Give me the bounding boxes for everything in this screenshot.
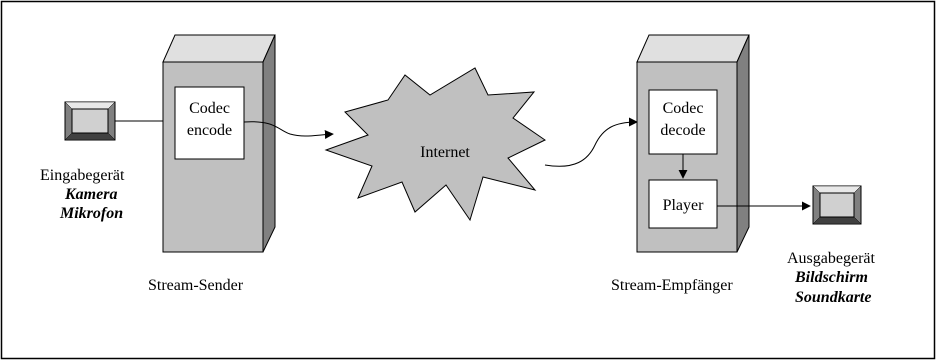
output-device-item-soundcard: Soundkarte bbox=[795, 289, 871, 306]
sender-to-internet-arrow bbox=[243, 121, 334, 139]
output-device-item-screen: Bildschirm bbox=[794, 269, 868, 286]
receiver-caption: Stream-Empfänger bbox=[611, 277, 733, 294]
receiver-player-box: Player bbox=[648, 179, 718, 229]
input-device-item-microphone: Mikrofon bbox=[59, 205, 123, 222]
receiver-codec-mode: decode bbox=[660, 122, 705, 139]
internet-label: Internet bbox=[420, 144, 470, 161]
output-device-title: Ausgabegerät bbox=[787, 250, 876, 267]
player-label: Player bbox=[663, 197, 705, 214]
receiver-codec-box: Codec decode bbox=[648, 89, 718, 155]
sender-codec-mode: encode bbox=[187, 122, 232, 139]
input-device-item-camera: Kamera bbox=[64, 186, 117, 203]
receiver-codec-label: Codec bbox=[663, 100, 704, 117]
input-device-icon bbox=[64, 101, 116, 141]
sender-codec-label: Codec bbox=[189, 100, 230, 117]
sender-caption: Stream-Sender bbox=[148, 277, 244, 294]
sender-codec-box: Codec encode bbox=[174, 86, 245, 160]
input-device-title: Eingabegerät bbox=[40, 167, 125, 184]
internet-cloud bbox=[324, 67, 546, 222]
output-device-icon bbox=[812, 185, 862, 225]
internet-to-receiver-arrow bbox=[544, 117, 638, 167]
